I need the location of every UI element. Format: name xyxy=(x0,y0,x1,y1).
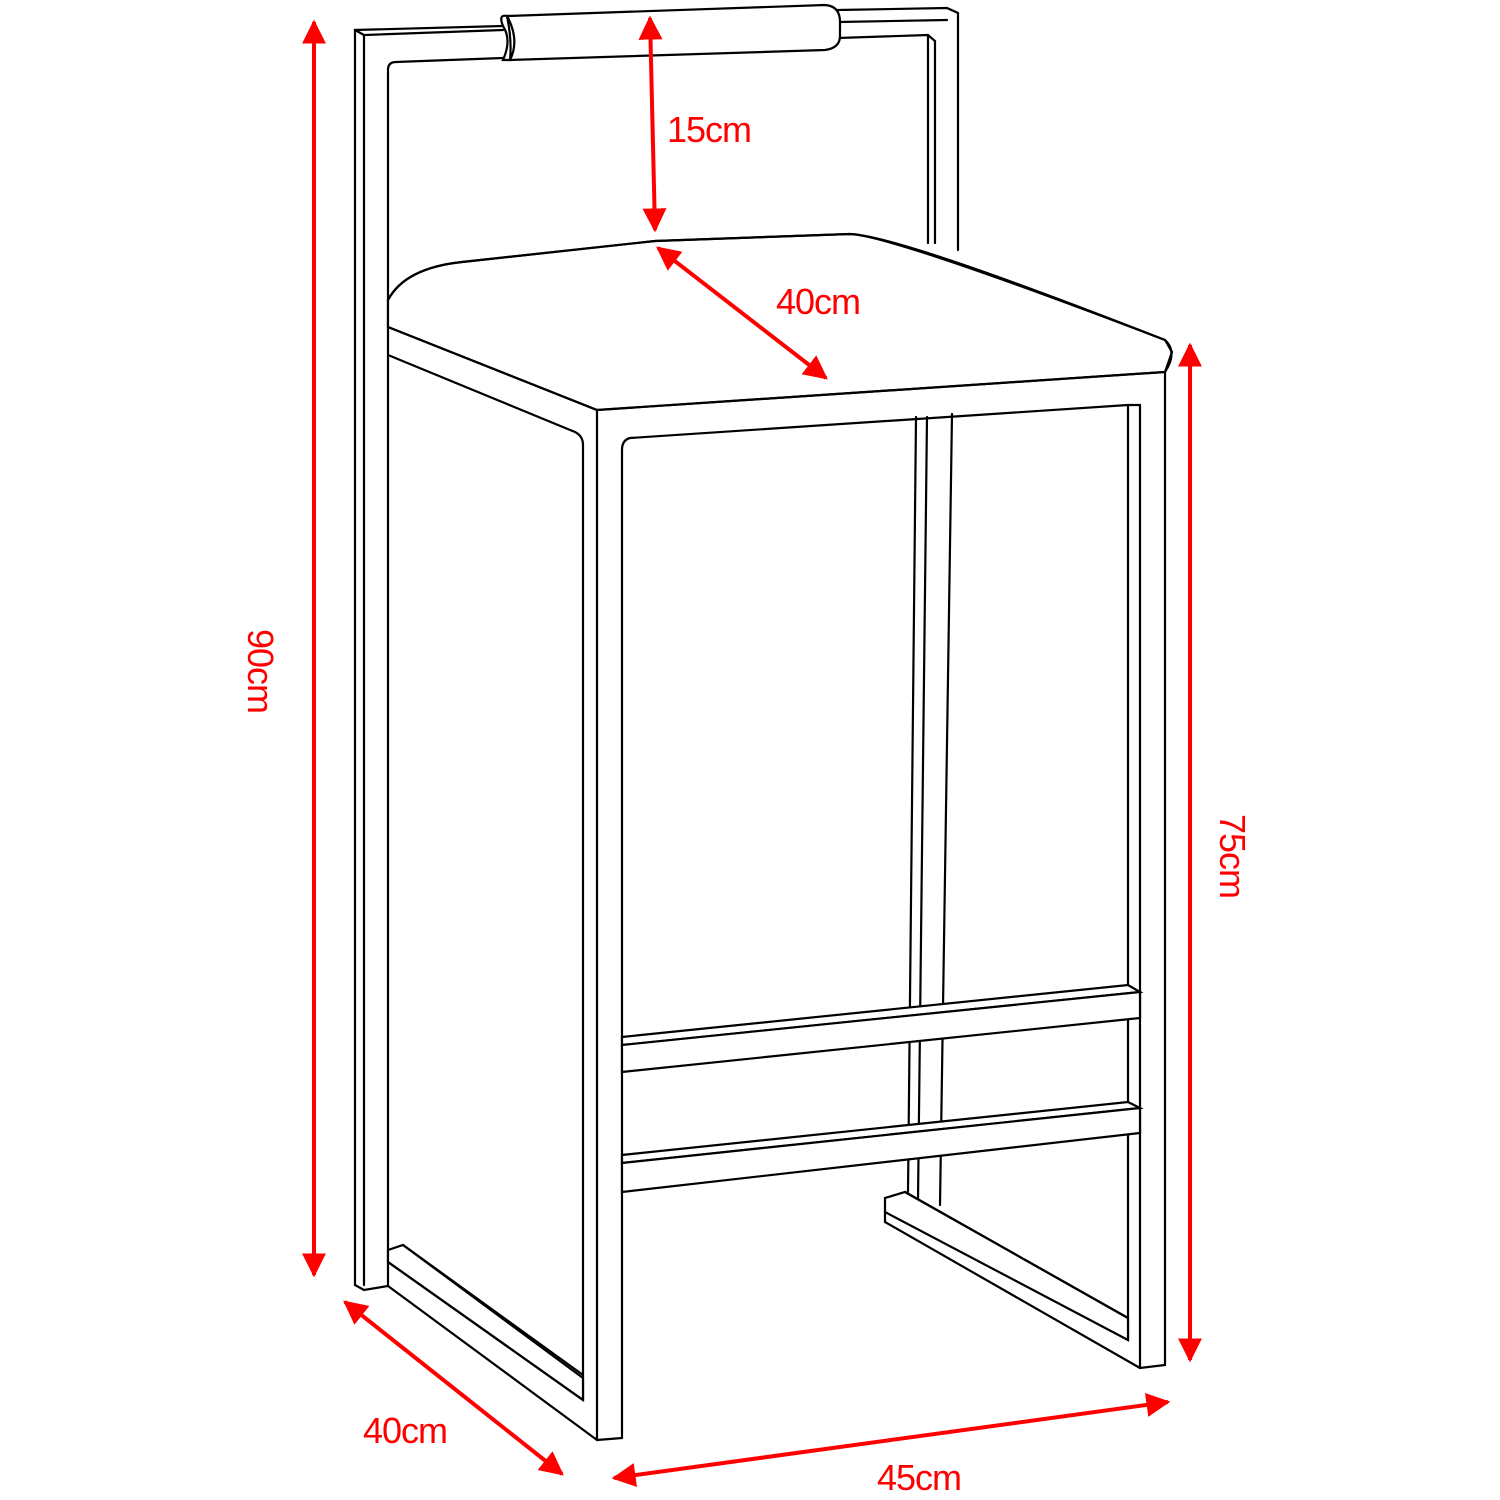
dimension-lines xyxy=(302,15,1202,1487)
seat-height-label: 75cm xyxy=(1212,813,1254,899)
base-depth-label: 40cm xyxy=(363,1410,448,1451)
stool-drawing xyxy=(353,3,1174,1442)
seat-depth-label: 40cm xyxy=(776,281,861,322)
backrest-gap-arrow xyxy=(638,15,667,233)
base-width-label: 45cm xyxy=(877,1457,962,1498)
backrest-cushion xyxy=(500,3,842,62)
base-depth-arrow xyxy=(343,1300,564,1476)
seat-frame xyxy=(386,325,1167,1442)
seat-depth-arrow xyxy=(656,246,828,380)
seat-cushion xyxy=(386,232,1174,412)
back-frame xyxy=(353,6,960,1292)
footrest-bars xyxy=(620,983,1144,1194)
base-width-arrow xyxy=(611,1393,1171,1487)
total-height-label: 90cm xyxy=(240,628,282,714)
base-runners xyxy=(386,1190,1142,1442)
backrest-gap-label: 15cm xyxy=(667,109,752,150)
